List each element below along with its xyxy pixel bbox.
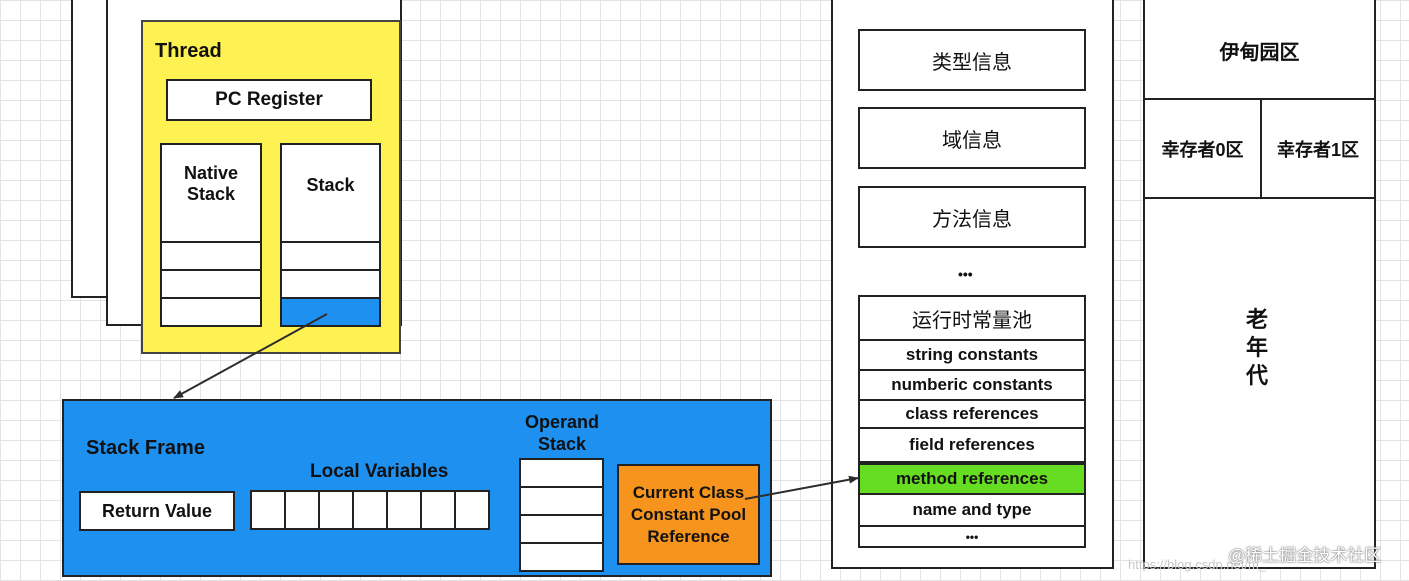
local-variable-slot	[250, 490, 286, 530]
pool-row-numberic-constants: numberic constants	[858, 369, 1086, 401]
pool-row-class-references: class references	[858, 399, 1086, 429]
local-variable-slot	[386, 490, 422, 530]
stack-cell	[280, 241, 381, 271]
old-generation-label: 老 年 代	[1246, 307, 1269, 388]
pc-register: PC Register	[166, 79, 372, 121]
runtime-pool-title: 运行时常量池	[858, 295, 1086, 341]
native-stack-cell	[160, 297, 262, 327]
current-class-pool-reference: Current Class Constant Pool Reference	[617, 464, 760, 565]
pool-row-method-references: method references	[858, 463, 1086, 495]
local-variable-slot	[420, 490, 456, 530]
thread-title: Thread	[155, 40, 222, 62]
pool-row-string-constants: string constants	[858, 339, 1086, 371]
native-stack-header: Native Stack	[160, 143, 262, 243]
watermark-text: @稀土掘金技术社区	[1228, 546, 1382, 565]
local-variable-slot	[352, 490, 388, 530]
native-stack-cell	[160, 241, 262, 271]
return-value-box: Return Value	[79, 491, 235, 531]
operand-stack-slot	[519, 514, 604, 544]
local-variable-slot	[284, 490, 320, 530]
stack-header: Stack	[280, 143, 381, 243]
operand-stack-slot	[519, 542, 604, 572]
survivor-0-space: 幸存者0区	[1143, 98, 1262, 199]
local-variable-slot	[454, 490, 490, 530]
method-area-item-field-info: 域信息	[858, 107, 1086, 169]
method-area-item-type-info: 类型信息	[858, 29, 1086, 91]
local-variable-slot	[318, 490, 354, 530]
local-variables-label: Local Variables	[310, 461, 449, 482]
thread-box: Thread PC Register Native Stack Stack	[141, 20, 401, 354]
pool-row-name-and-type: name and type	[858, 493, 1086, 527]
operand-stack-slot	[519, 458, 604, 488]
method-area-ellipsis: •••	[958, 266, 973, 282]
operand-stack-label: Operand Stack	[524, 412, 599, 454]
pool-row-field-references: field references	[858, 427, 1086, 463]
watermark-faint-url: https://blog.csdn.net/m_	[1128, 557, 1267, 572]
eden-space: 伊甸园区	[1143, 0, 1376, 100]
stack-cell-active	[280, 297, 381, 327]
pool-row-ellipsis: •••	[858, 525, 1086, 548]
local-variables-array	[250, 490, 490, 530]
method-area-item-method-info: 方法信息	[858, 186, 1086, 248]
stack-frame-title: Stack Frame	[86, 437, 205, 459]
stack-frame: Stack Frame Return Value Local Variables…	[62, 399, 772, 577]
native-stack-cell	[160, 269, 262, 299]
operand-stack-slot	[519, 486, 604, 516]
stack-cell	[280, 269, 381, 299]
survivor-1-space: 幸存者1区	[1260, 98, 1376, 199]
